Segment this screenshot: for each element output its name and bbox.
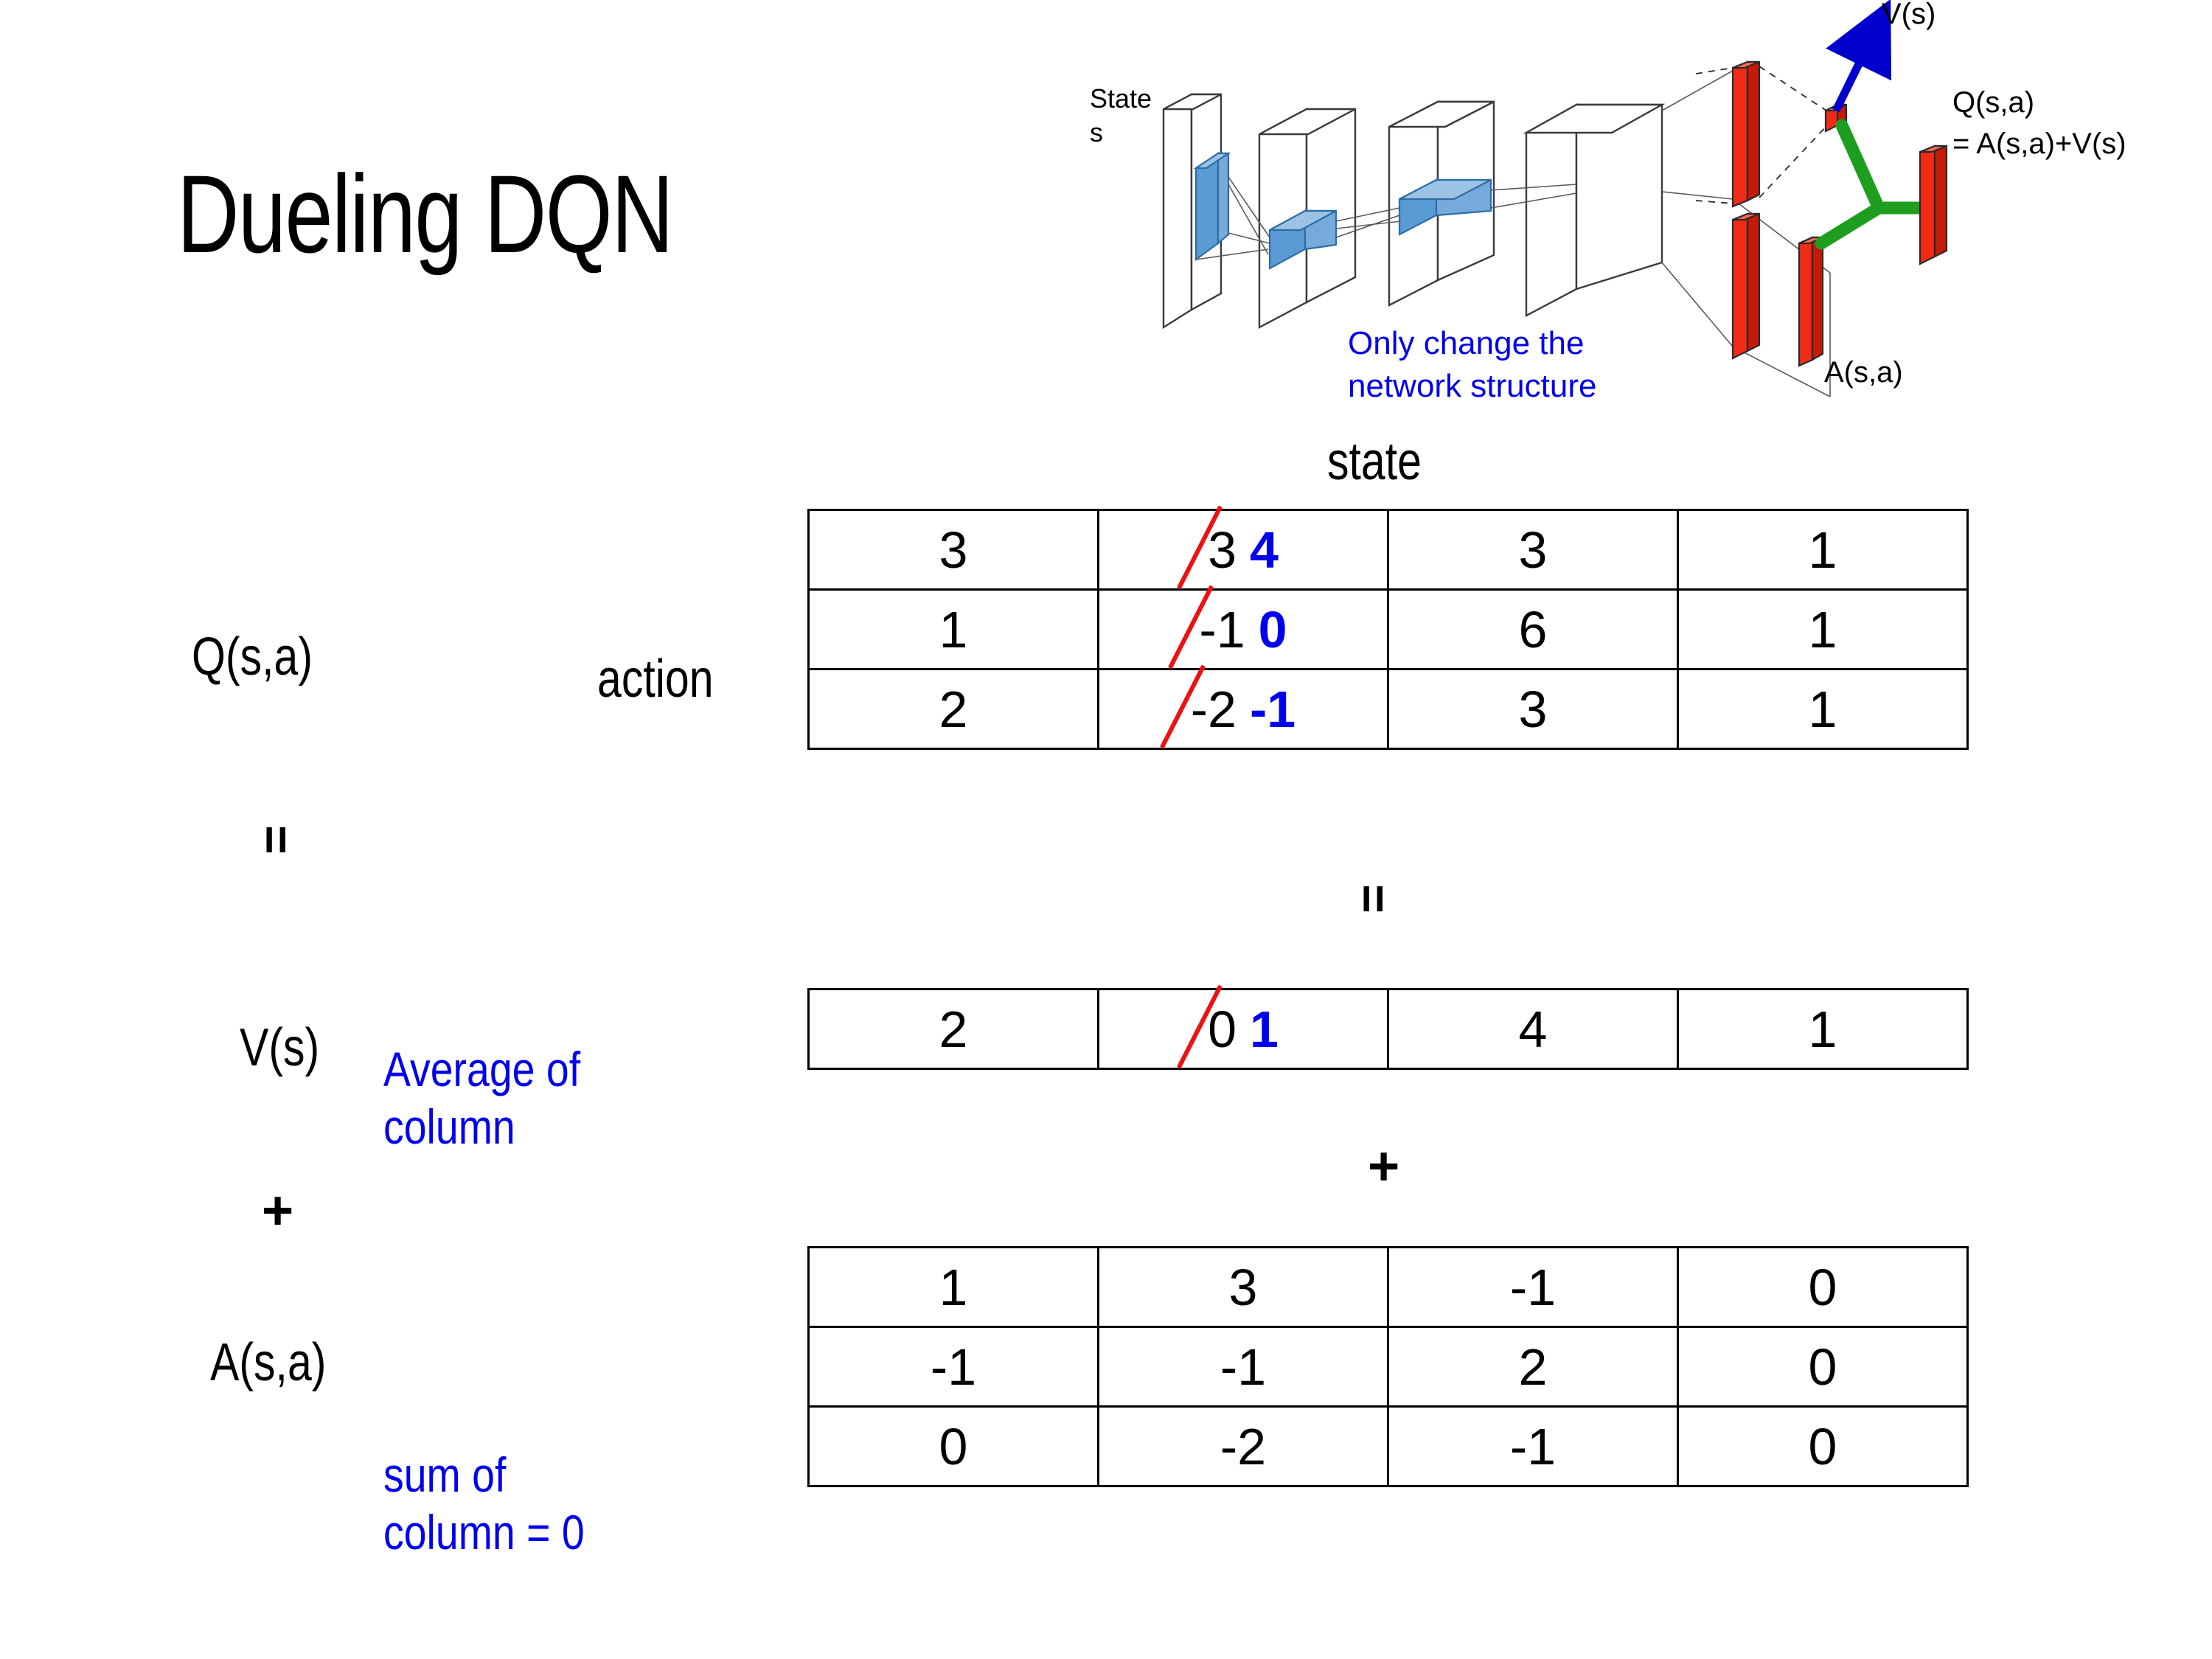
conv-filter-1-shape xyxy=(1268,209,1338,270)
table-cell: -1 xyxy=(1387,1246,1679,1328)
page-title: Dueling DQN xyxy=(177,152,674,276)
table-cell: 0 xyxy=(807,1405,1099,1487)
corrected-new-value: -1 xyxy=(1250,680,1296,738)
diagram-state-label-line2: s xyxy=(1090,117,1103,147)
diagram-state-label-line1: State xyxy=(1090,83,1152,114)
diagram-a-label: A(s,a) xyxy=(1824,356,1903,389)
table-cell: 0 xyxy=(1677,1326,1969,1408)
table-cell: -1 xyxy=(1387,1405,1679,1487)
table-cell: 1 xyxy=(807,588,1099,670)
table-cell: 0 xyxy=(1677,1405,1969,1487)
section-label-q: Q(s,a) xyxy=(192,627,313,686)
struck-old-value: 3 xyxy=(1208,521,1237,579)
value-stream-bar xyxy=(1731,60,1761,208)
section-label-v: V(s) xyxy=(240,1018,320,1077)
axis-label-action: action xyxy=(597,650,714,709)
operator-plus-left: + xyxy=(262,1180,294,1241)
advantage-stream-bar-1 xyxy=(1731,212,1761,360)
input-filter-shape xyxy=(1193,151,1231,262)
table-cell: 3 xyxy=(807,509,1099,591)
diagram-q-label-line2: = A(s,a)+V(s) xyxy=(1952,128,2126,160)
table-cell: -2 xyxy=(1097,1405,1389,1487)
section-label-a: A(s,a) xyxy=(210,1333,327,1392)
operator-equals-left: = xyxy=(248,825,305,855)
annotation-average-of-column: Average of column xyxy=(383,1042,581,1154)
conv-layer-1-shape xyxy=(1258,108,1357,329)
dueling-network-diagram: State s V(s) A(s,a) Q(s,a) = A(s,a)+V(s)… xyxy=(1084,0,2212,413)
corrected-new-value: 4 xyxy=(1250,521,1279,579)
struck-old-value: -1 xyxy=(1199,600,1245,658)
conv-layer-3-shape xyxy=(1523,102,1666,317)
table-cell: 2 xyxy=(807,668,1099,750)
corrected-new-value: 1 xyxy=(1250,1000,1279,1058)
table-cell: 1 xyxy=(1677,509,1969,591)
table-cell: 1 xyxy=(1677,588,1969,670)
diagram-q-label-line1: Q(s,a) xyxy=(1952,86,2034,119)
diagram-note-line2: network structure xyxy=(1348,368,1596,404)
q-output-bar xyxy=(1919,145,1948,265)
table-cell: 6 xyxy=(1387,588,1679,670)
diagram-v-label: V(s) xyxy=(1882,0,1935,30)
value-dashed-links xyxy=(1695,66,1829,204)
table-cell: 3 xyxy=(1387,509,1679,591)
operator-equals-mid: = xyxy=(1345,884,1402,914)
table-cell: 1 xyxy=(1677,988,1969,1070)
conv-filter-2-shape xyxy=(1398,178,1492,236)
table-cell: 2 xyxy=(807,988,1099,1070)
table-cell: 3 xyxy=(1387,668,1679,750)
edited-cell: -2-1 xyxy=(1191,680,1296,739)
table-cell: 2 xyxy=(1387,1326,1679,1408)
struck-old-value: 0 xyxy=(1208,1000,1237,1058)
table-cell: 0 xyxy=(1677,1246,1969,1328)
diagram-note-line1: Only change the xyxy=(1348,325,1584,361)
table-cell: 4 xyxy=(1387,988,1679,1070)
merge-connector xyxy=(1815,119,1930,250)
advantage-stream-bar-2 xyxy=(1798,236,1824,367)
axis-label-state: state xyxy=(1327,432,1422,491)
table-cell: -2-1 xyxy=(1097,668,1389,750)
table-cell: -1 xyxy=(807,1326,1099,1408)
operator-plus-mid: + xyxy=(1368,1135,1400,1197)
table-cell: 3 xyxy=(1097,1246,1389,1328)
struck-old-value: -2 xyxy=(1190,680,1237,738)
connection-lines xyxy=(1195,70,1831,397)
table-cell: 1 xyxy=(807,1246,1099,1328)
corrected-new-value: 0 xyxy=(1258,600,1287,658)
table-cell: 1 xyxy=(1677,668,1969,750)
annotation-sum-of-column: sum of column = 0 xyxy=(383,1447,585,1559)
table-cell: -1 xyxy=(1097,1326,1389,1408)
value-arrow xyxy=(1826,0,1892,113)
